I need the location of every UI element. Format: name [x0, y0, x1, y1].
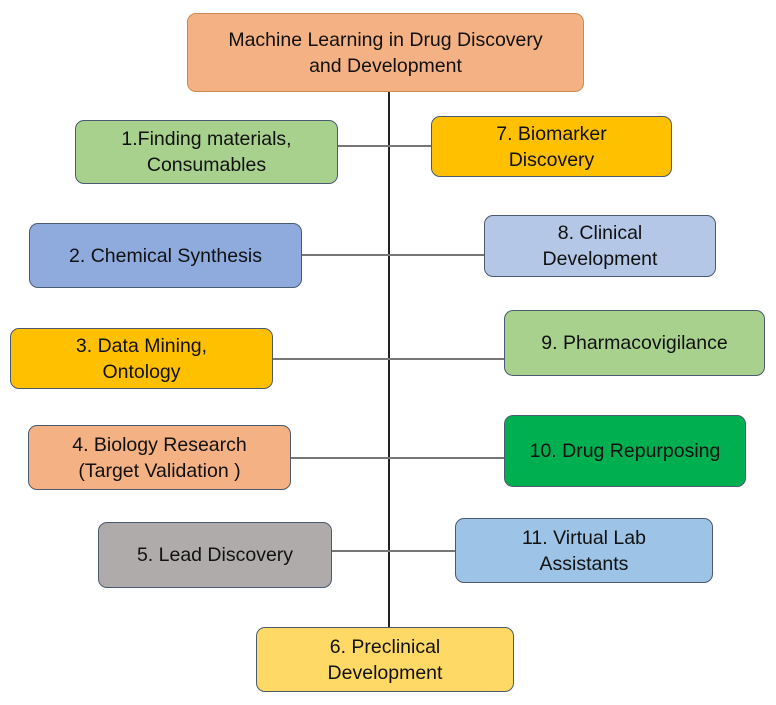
node-data-mining: 3. Data Mining, Ontology: [10, 328, 273, 389]
node-lead-discovery: 5. Lead Discovery: [98, 522, 332, 588]
node-finding-materials: 1.Finding materials, Consumables: [75, 120, 338, 184]
node-pharmacovigilance: 9. Pharmacovigilance: [504, 310, 765, 376]
connector-2-8: [302, 254, 485, 256]
node-biology-research: 4. Biology Research (Target Validation ): [28, 425, 291, 490]
node-virtual-lab-assistants: 11. Virtual Lab Assistants: [455, 518, 713, 583]
node-preclinical-development: 6. Preclinical Development: [256, 627, 514, 692]
node-biomarker-discovery: 7. Biomarker Discovery: [431, 116, 672, 177]
node-clinical-development: 8. Clinical Development: [484, 215, 716, 277]
connector-1-7: [338, 145, 432, 147]
trunk-connector: [388, 92, 390, 628]
connector-5-11: [332, 550, 456, 552]
node-chemical-synthesis: 2. Chemical Synthesis: [29, 223, 302, 288]
connector-4-10: [291, 457, 505, 459]
root-node: Machine Learning in Drug Discovery and D…: [187, 13, 584, 92]
connector-3-9: [273, 358, 505, 360]
node-drug-repurposing: 10. Drug Repurposing: [504, 415, 746, 487]
